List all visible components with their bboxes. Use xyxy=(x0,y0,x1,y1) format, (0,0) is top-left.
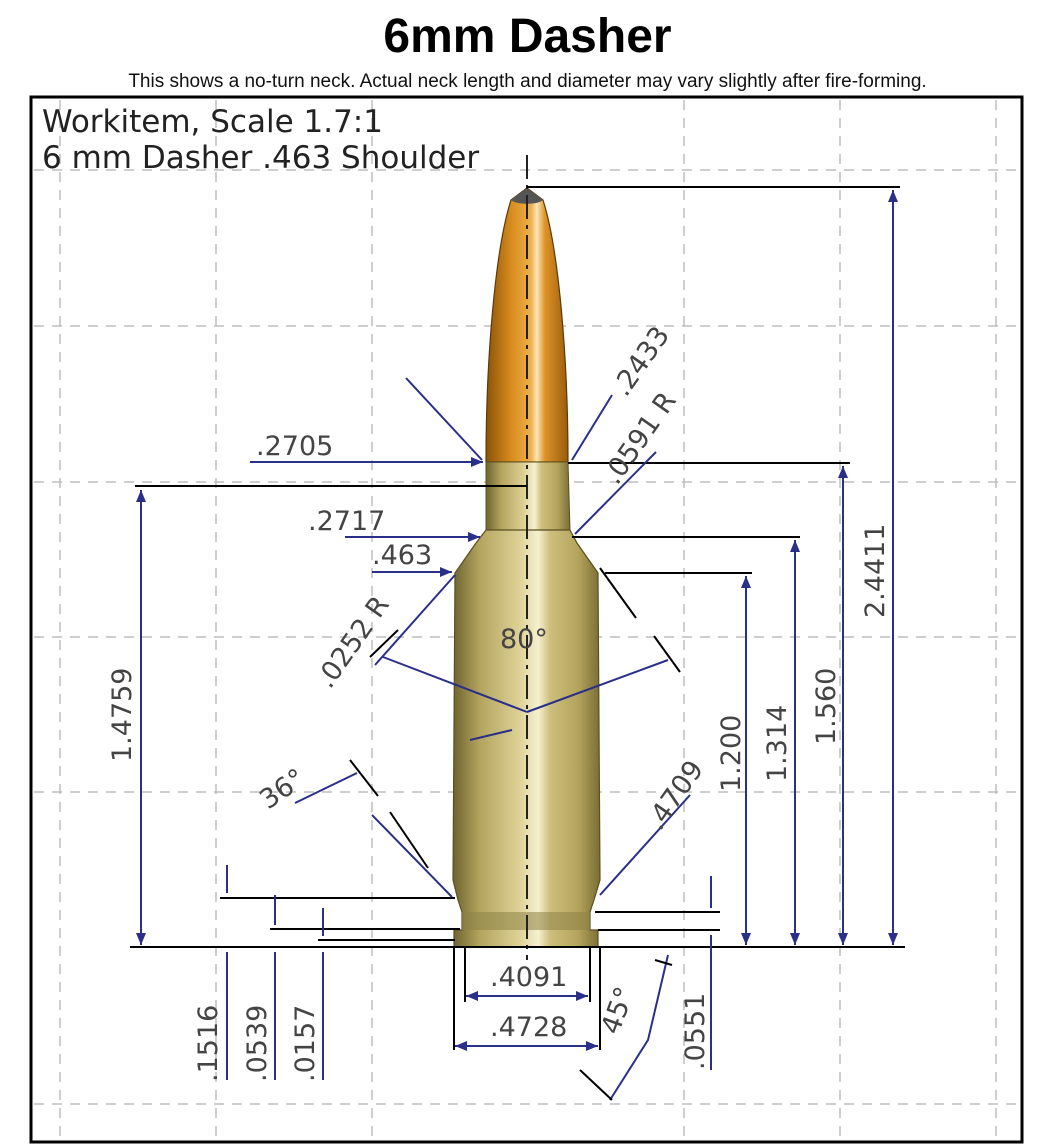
label-rim-height-a: .0539 xyxy=(242,1005,273,1082)
label-height-neck-base: 1.314 xyxy=(762,705,793,782)
cartridge xyxy=(452,155,601,960)
page-title: 6mm Dasher xyxy=(383,10,672,63)
extension-marks xyxy=(349,567,681,1101)
label-neck-diameter-top: .2705 xyxy=(256,431,333,462)
label-rim-diameter: .4728 xyxy=(490,1012,567,1043)
label-shoulder-angle: 80° xyxy=(500,624,548,655)
label-neck-radius: .0591 R xyxy=(597,387,682,490)
label-height-shoulder: 1.200 xyxy=(716,715,747,792)
label-body-base-diameter: .4709 xyxy=(640,755,710,836)
label-shoulder-diameter: .463 xyxy=(372,540,432,571)
label-height-case: 1.560 xyxy=(811,668,842,745)
label-chamfer-angle: 45° xyxy=(595,983,640,1039)
drawing-frame xyxy=(29,95,1024,1144)
label-height-case-left: 1.4759 xyxy=(107,668,138,762)
label-shoulder-radius: .0252 R xyxy=(310,591,395,694)
label-rim-thickness: .0551 xyxy=(680,993,711,1070)
drawing-header-line1: Workitem, Scale 1.7:1 xyxy=(42,104,383,140)
label-neck-diameter-base: .2717 xyxy=(308,506,385,537)
page-subtitle: This shows a no-turn neck. Actual neck l… xyxy=(128,71,927,92)
arrowheads xyxy=(136,190,898,1051)
label-rim-inner-diameter: .4091 xyxy=(490,962,567,993)
drawing-header-line2: 6 mm Dasher .463 Shoulder xyxy=(42,140,479,176)
label-extractor-groove-height: .1516 xyxy=(193,1005,224,1082)
dimension-lines xyxy=(130,186,905,1101)
label-bullet-diameter: .2433 xyxy=(606,321,676,402)
label-rim-height-b: .0157 xyxy=(290,1005,321,1082)
label-height-overall: 2.4411 xyxy=(860,524,891,618)
label-bevel-angle: 36° xyxy=(254,763,311,816)
